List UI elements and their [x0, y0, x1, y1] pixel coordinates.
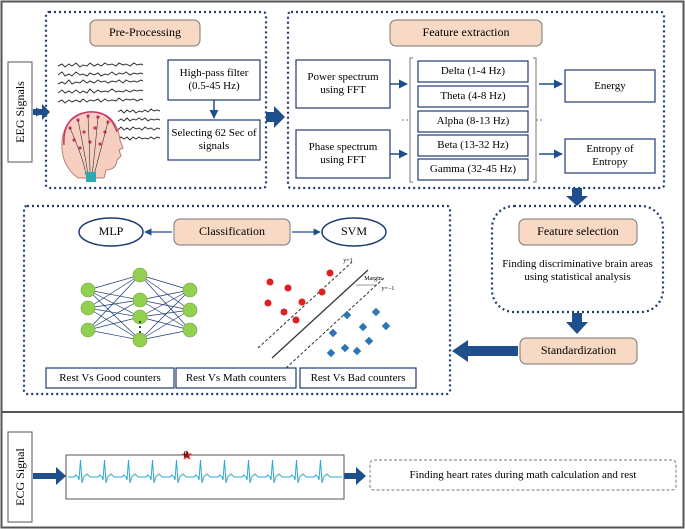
ecg-label-box	[7, 431, 33, 523]
svm-y1-label: y=1	[343, 257, 353, 264]
classification-title-box	[173, 218, 291, 246]
feature-selection-box	[490, 204, 665, 314]
svm-ym1-label: y= -1	[381, 285, 395, 292]
selecting-box	[167, 119, 261, 161]
result-good-box	[45, 367, 175, 389]
filter-label: High-pass filter (0.5-45 Hz)	[179, 67, 249, 92]
preprocessing-title-box	[89, 19, 201, 47]
classification-box	[22, 204, 452, 396]
phase-spectrum-label: Phase spectrum using FFT	[308, 141, 378, 166]
band-gamma: Gamma (32-45 Hz)	[429, 163, 517, 176]
result-math: Rest Vs Math counters	[185, 371, 287, 384]
block-arrows	[33, 104, 588, 485]
eeg-signals-label: EEG Signals	[12, 81, 27, 143]
feature-selection-desc: Finding discriminative brain areas using…	[502, 258, 653, 283]
r-peak-label: R	[183, 450, 189, 460]
band-bracket	[402, 57, 544, 183]
mlp-ellipse	[78, 217, 144, 247]
band-gamma-box	[417, 158, 529, 181]
energy-box	[564, 69, 656, 103]
svm-margin-label: Margin	[364, 275, 382, 282]
band-delta: Delta (1-4 Hz)	[440, 65, 506, 78]
standardization-box	[519, 337, 638, 365]
power-spectrum-label: Power spectrum using FFT	[307, 71, 379, 96]
r-peak-star-icon	[181, 450, 193, 460]
feature-extraction-title-box	[389, 19, 543, 47]
svm-label: SVM	[340, 224, 367, 239]
mlp-label: MLP	[98, 224, 124, 239]
band-delta-box	[417, 60, 529, 83]
result-bad-box	[299, 367, 417, 389]
standardization-label: Standardization	[540, 343, 617, 358]
result-good: Rest Vs Good counters	[59, 371, 161, 384]
eeg-label-box	[7, 61, 33, 163]
band-theta: Theta (4-8 Hz)	[440, 90, 506, 103]
filter-box	[167, 59, 261, 101]
svm-ellipse	[321, 217, 387, 247]
feature-extraction-title: Feature extraction	[422, 25, 510, 40]
entropy-label: Entropy of Entropy	[586, 143, 634, 168]
result-math-box	[175, 367, 297, 389]
phase-spectrum-box	[295, 129, 391, 179]
entropy-box	[564, 138, 656, 174]
neural-network	[80, 267, 198, 348]
preprocessing-title: Pre-Processing	[109, 25, 181, 40]
selecting-label: Selecting 62 Sec of signals	[171, 127, 257, 152]
feature-selection-title-box	[518, 218, 638, 246]
flow-arrows-top	[35, 79, 563, 159]
band-alpha-box	[417, 110, 529, 133]
energy-label: Energy	[594, 79, 626, 92]
power-spectrum-box	[295, 59, 391, 109]
result-bad: Rest Vs Bad counters	[310, 371, 406, 384]
svm-plot	[257, 261, 391, 369]
preprocessing-box	[44, 10, 268, 190]
eeg-traces	[57, 62, 161, 141]
ecg-trace	[68, 459, 342, 484]
ecg-signal-label: ECG Signal	[12, 448, 27, 506]
feature-selection-title: Feature selection	[537, 224, 619, 239]
head-illustration	[61, 111, 124, 182]
ecg-result-label: Finding heart rates during math calculat…	[409, 468, 637, 481]
band-alpha: Alpha (8-13 Hz)	[436, 115, 510, 128]
feature-extraction-box	[286, 10, 666, 190]
classification-title: Classification	[199, 224, 265, 239]
band-beta-box	[417, 134, 529, 157]
band-theta-box	[417, 85, 529, 108]
band-beta: Beta (13-32 Hz)	[437, 139, 509, 152]
ecg-result-box	[369, 459, 677, 491]
